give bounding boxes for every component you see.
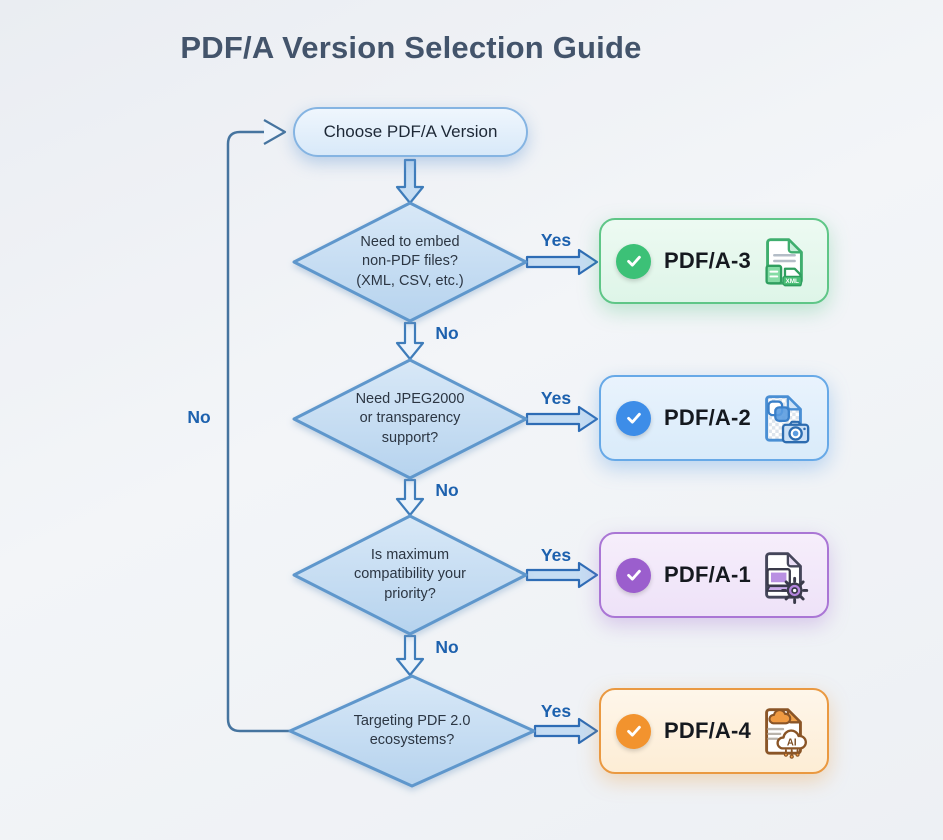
no-label-3: No <box>435 637 459 657</box>
page-title: PDF/A Version Selection Guide <box>180 30 642 65</box>
start-to-decision1-arrow-icon <box>395 158 425 205</box>
decision-question-4: Targeting PDF 2.0 ecosystems? <box>353 712 471 748</box>
decision-diamond-3 <box>292 514 528 636</box>
xml-badge-label: XML <box>785 278 799 285</box>
document-computer-gear-icon <box>755 546 813 604</box>
result-card-pdfa2: PDF/A-2 <box>599 375 829 461</box>
decision-question-1: Need to embed non-PDF files? (XML, CSV, … <box>356 234 464 289</box>
decision-diamond-2 <box>292 358 528 480</box>
decision-question-3: Is maximum compatibility your priority? <box>353 547 466 602</box>
decision-diamond-1 <box>292 201 528 323</box>
check-icon <box>616 400 651 436</box>
yes-label-3: Yes <box>540 545 572 565</box>
no-arrow-3-icon <box>395 634 425 677</box>
result-card-pdfa1: PDF/A-1 <box>599 532 829 618</box>
document-transparency-camera-icon <box>755 389 813 447</box>
no-label-2: No <box>435 480 459 500</box>
result-label: PDF/A-4 <box>664 718 751 743</box>
check-icon <box>616 713 651 749</box>
no-arrow-1-icon <box>395 321 425 361</box>
yes-label-2: Yes <box>540 388 572 408</box>
result-card-pdfa4: PDF/A-4 AI <box>599 688 829 774</box>
yes-arrow-3-icon <box>525 561 599 589</box>
no-label-1: No <box>435 323 459 343</box>
decision-diamond-4 <box>288 674 536 788</box>
yes-label-1: Yes <box>540 230 572 250</box>
document-cloud-ai-icon: AI <box>755 702 813 760</box>
yes-arrow-4-icon <box>533 717 599 745</box>
result-label: PDF/A-3 <box>664 248 751 273</box>
loop-arrowhead-icon <box>263 119 287 145</box>
no-arrow-2-icon <box>395 478 425 517</box>
ai-badge-label: AI <box>787 738 797 749</box>
yes-label-4: Yes <box>540 701 572 721</box>
result-card-pdfa3: PDF/A-3 XML <box>599 218 829 304</box>
check-icon <box>616 243 651 279</box>
decision-question-2: Need JPEG2000 or transparency support? <box>355 391 465 446</box>
result-label: PDF/A-2 <box>664 405 751 430</box>
result-label: PDF/A-1 <box>664 562 751 587</box>
loop-no-label: No <box>187 407 211 427</box>
check-icon <box>616 557 651 593</box>
start-node-label: Choose PDF/A Version <box>323 122 498 141</box>
yes-arrow-1-icon <box>525 248 599 276</box>
document-embedded-files-icon: XML <box>755 232 813 290</box>
start-node: Choose PDF/A Version <box>293 107 528 157</box>
loop-no-connector <box>226 130 290 733</box>
yes-arrow-2-icon <box>525 405 599 433</box>
